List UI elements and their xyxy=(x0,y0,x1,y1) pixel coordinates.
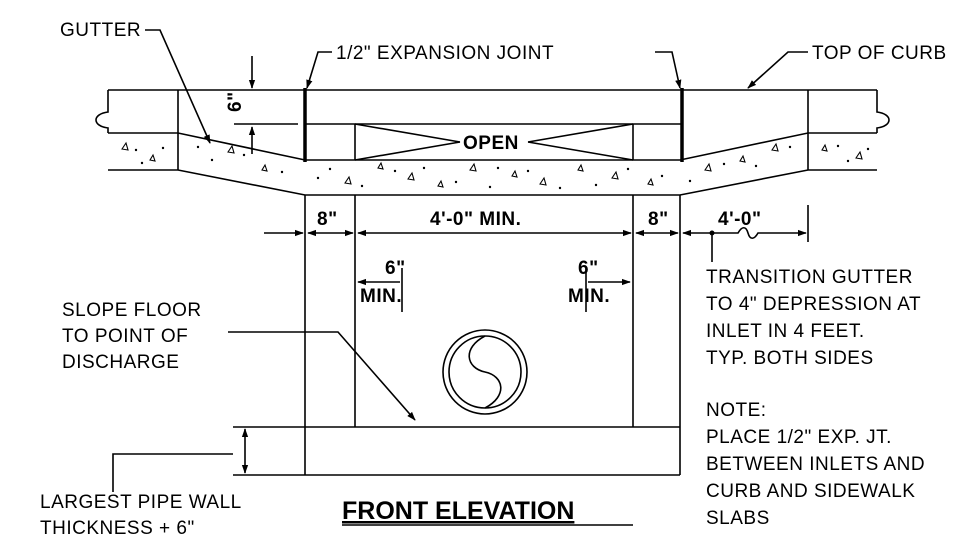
svg-text:THICKNESS + 6": THICKNESS + 6" xyxy=(40,518,195,535)
general-note: NOTE: PLACE 1/2" EXP. JT. BETWEEN INLETS… xyxy=(706,400,925,529)
svg-text:INLET IN 4 FEET.: INLET IN 4 FEET. xyxy=(706,321,865,342)
dim-right-wall: 8" xyxy=(648,209,669,230)
dim-left-wall: 8" xyxy=(317,209,338,230)
svg-text:TRANSITION GUTTER: TRANSITION GUTTER xyxy=(706,267,913,288)
svg-text:TYP. BOTH SIDES: TYP. BOTH SIDES xyxy=(706,348,874,369)
leader-lines xyxy=(112,29,808,492)
svg-text:CURB AND SIDEWALK: CURB AND SIDEWALK xyxy=(706,481,915,502)
gutter-label: GUTTER xyxy=(60,20,141,41)
inlet-box xyxy=(233,195,681,476)
expansion-joint-label: 1/2" EXPANSION JOINT xyxy=(336,43,554,64)
dim-min-left-bottom: MIN. xyxy=(360,286,402,307)
open-label: OPEN xyxy=(463,133,519,154)
curb-structure xyxy=(95,88,890,196)
svg-text:TO 4" DEPRESSION AT: TO 4" DEPRESSION AT xyxy=(706,294,921,315)
svg-text:SLOPE FLOOR: SLOPE FLOOR xyxy=(62,300,202,321)
concrete-hatch xyxy=(121,141,870,190)
svg-text:LARGEST PIPE WALL: LARGEST PIPE WALL xyxy=(40,492,242,513)
dim-min-right-top: 6" xyxy=(578,258,599,279)
slope-floor-note: SLOPE FLOOR TO POINT OF DISCHARGE xyxy=(62,300,202,373)
svg-text:PLACE 1/2" EXP. JT.: PLACE 1/2" EXP. JT. xyxy=(706,427,892,448)
dim-min-left-top: 6" xyxy=(385,258,406,279)
svg-text:DISCHARGE: DISCHARGE xyxy=(62,352,179,373)
svg-text:NOTE:: NOTE: xyxy=(706,400,767,421)
pipe-symbol xyxy=(442,329,528,415)
top-of-curb-label: TOP OF CURB xyxy=(812,43,947,64)
svg-text:BETWEEN INLETS AND: BETWEEN INLETS AND xyxy=(706,454,925,475)
svg-text:TO POINT OF: TO POINT OF xyxy=(62,326,188,347)
pipe-wall-note: LARGEST PIPE WALL THICKNESS + 6" xyxy=(40,492,242,535)
dimension-lines xyxy=(234,56,809,474)
svg-text:SLABS: SLABS xyxy=(706,508,770,529)
six-inch-vertical-label: 6" xyxy=(225,91,246,112)
transition-gutter-note: TRANSITION GUTTER TO 4" DEPRESSION AT IN… xyxy=(706,267,921,369)
dim-transition: 4'-0" xyxy=(718,209,762,230)
dim-inner-width: 4'-0" MIN. xyxy=(430,209,521,230)
dim-min-right-bottom: MIN. xyxy=(568,286,610,307)
drawing-title: FRONT ELEVATION xyxy=(342,497,574,525)
